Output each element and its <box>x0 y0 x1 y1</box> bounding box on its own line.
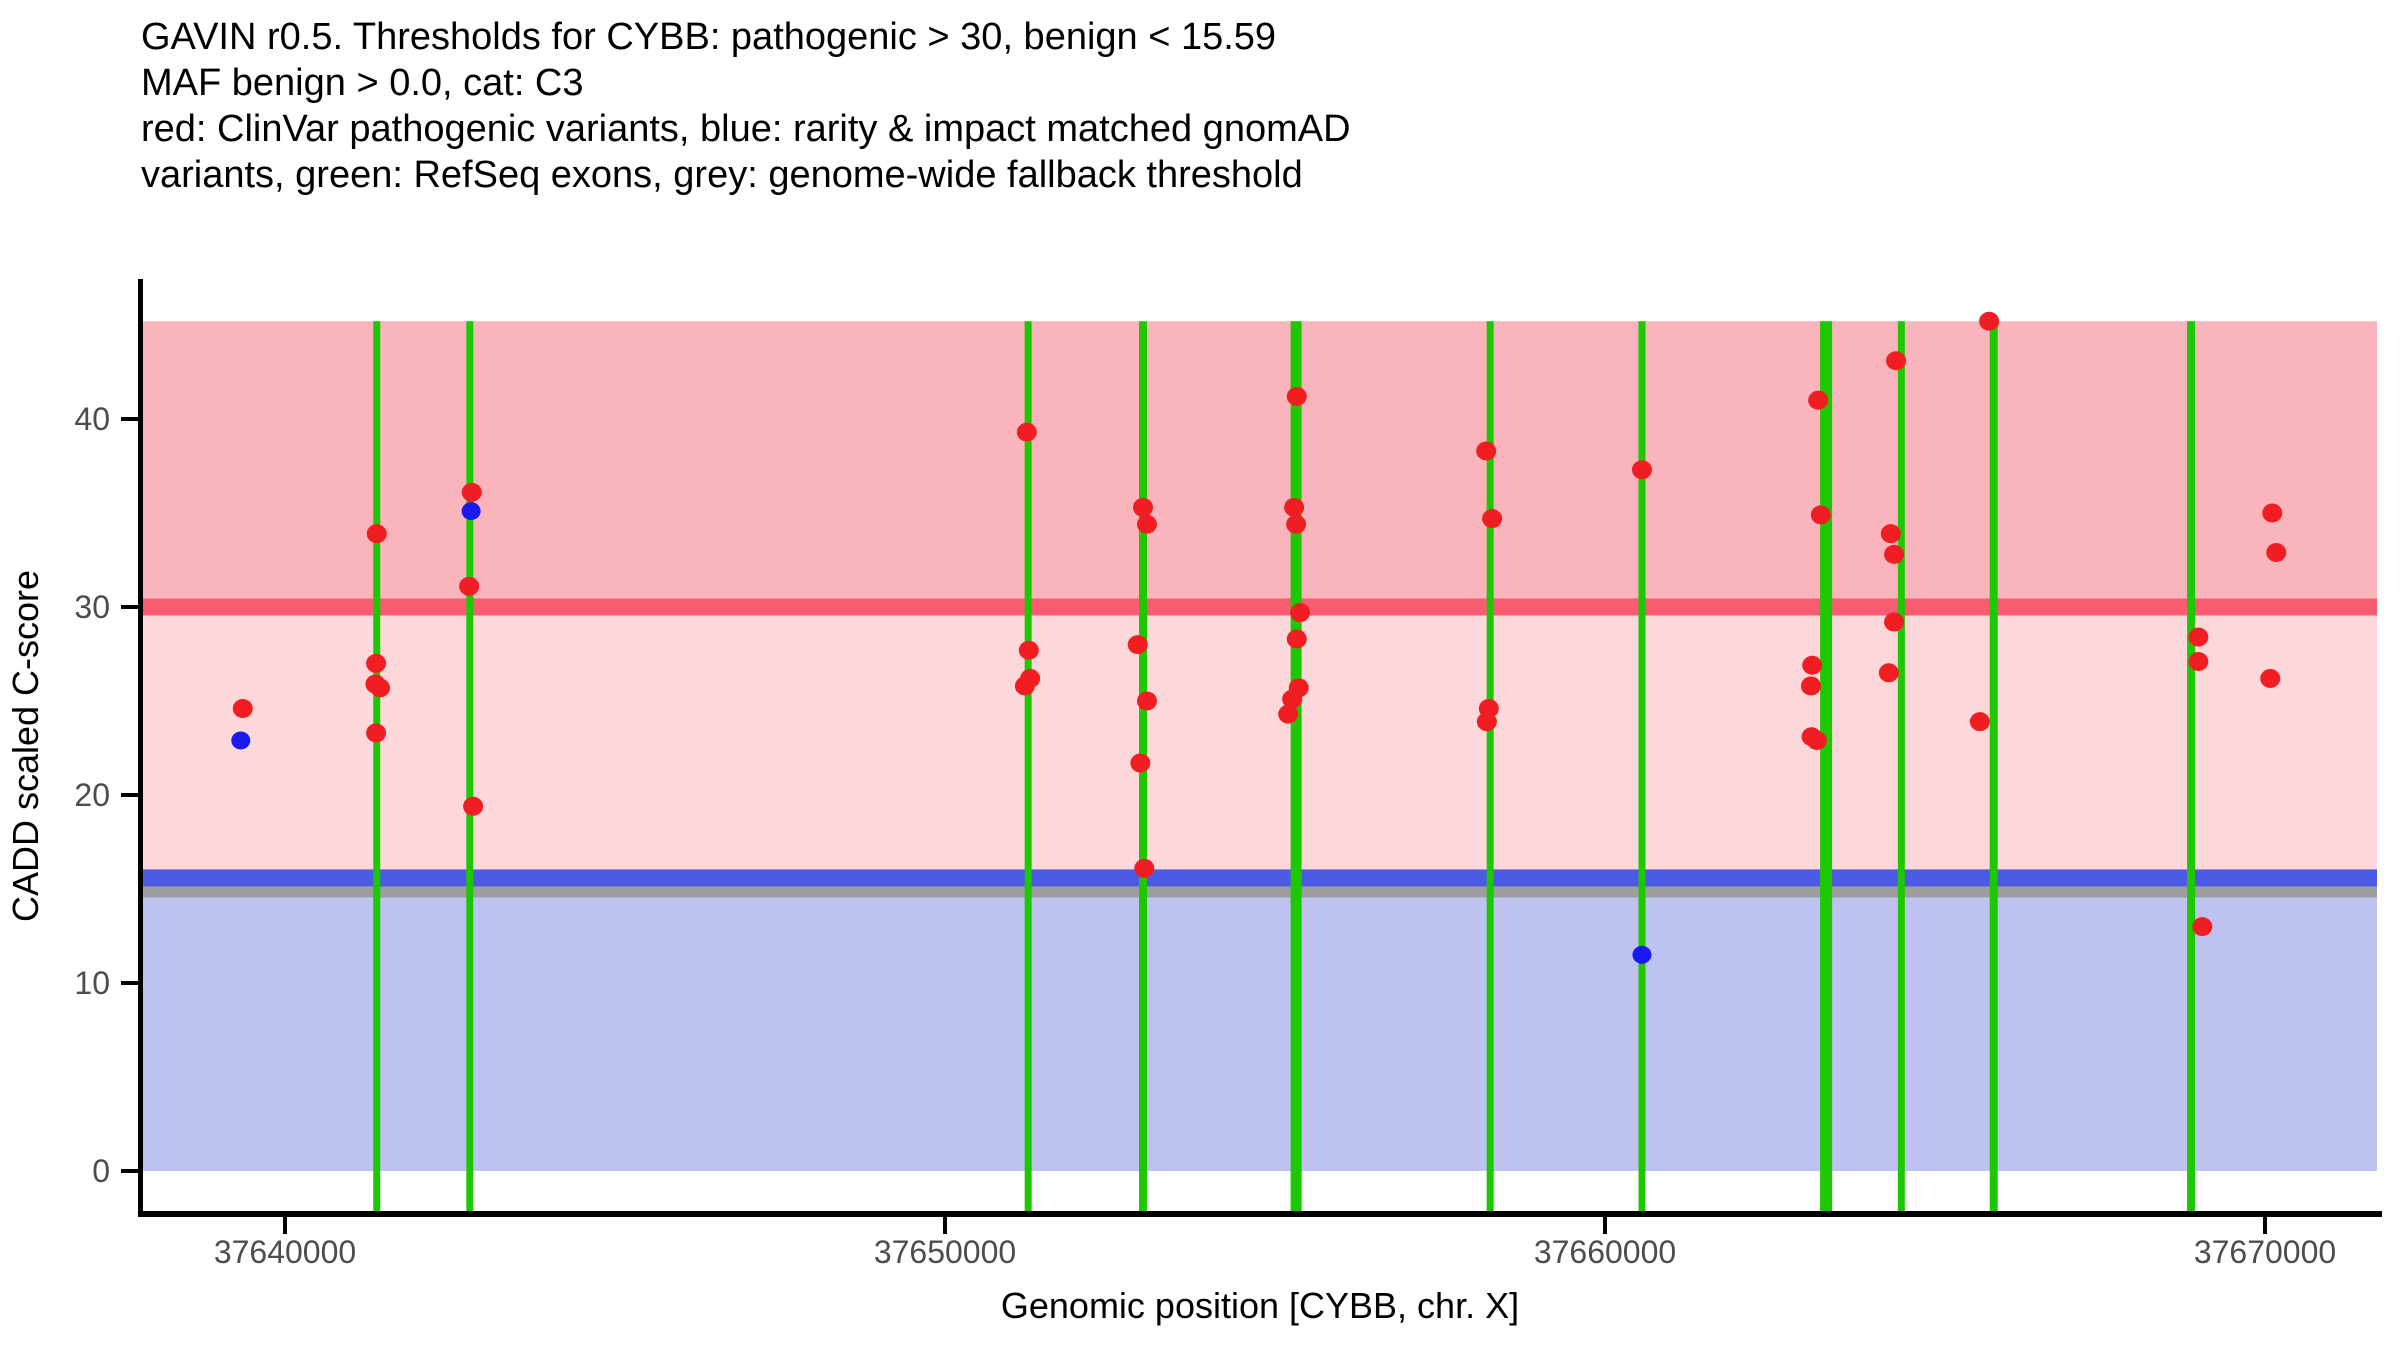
clinvar-variant-dot <box>1136 514 1157 534</box>
clinvar-variant-dot <box>1284 497 1305 517</box>
y-tick-mark <box>121 793 138 797</box>
region-benign-zone <box>143 877 2377 1171</box>
clinvar-variant-dot <box>1476 712 1497 732</box>
y-tick-label: 30 <box>74 589 110 625</box>
plot-title-line-2: MAF benign > 0.0, cat: C3 <box>141 62 584 104</box>
clinvar-variant-dot <box>1802 655 1823 675</box>
clinvar-variant-dot <box>2266 542 2287 562</box>
region-vus-zone <box>143 607 2377 878</box>
y-tick-mark <box>121 981 138 985</box>
clinvar-variant-dot <box>1884 544 1905 564</box>
clinvar-variant-dot <box>1016 422 1037 442</box>
clinvar-variant-dot <box>1806 730 1827 750</box>
exon-bar-7 <box>1638 321 1646 1211</box>
variant-points-layer <box>231 311 2287 964</box>
x-tick-label: 37660000 <box>1534 1234 1676 1270</box>
plot-title-line-3: red: ClinVar pathogenic variants, blue: … <box>141 108 1351 150</box>
threshold-line-pathogenic-threshold <box>143 598 2377 616</box>
clinvar-variant-dot <box>1969 712 1990 732</box>
clinvar-variant-dot <box>1018 640 1039 660</box>
clinvar-variant-dot <box>1810 505 1831 525</box>
clinvar-variant-dot <box>1286 386 1307 406</box>
exon-bar-3 <box>1024 321 1032 1211</box>
clinvar-variant-dot <box>1133 497 1153 517</box>
clinvar-variant-dot <box>1979 311 2000 331</box>
x-axis-title: Genomic position [CYBB, chr. X] <box>1001 1285 1519 1326</box>
clinvar-variant-dot <box>1136 691 1157 711</box>
x-tick-mark <box>2263 1217 2267 1234</box>
x-axis-line <box>138 1211 2382 1217</box>
clinvar-variant-dot <box>1278 704 1299 724</box>
clinvar-variant-dot <box>463 796 484 816</box>
exon-bar-1 <box>373 321 381 1211</box>
clinvar-variant-dot <box>1808 390 1829 410</box>
clinvar-variant-dot <box>1134 858 1155 878</box>
clinvar-variant-dot <box>2262 503 2283 523</box>
clinvar-variant-dot <box>366 524 387 544</box>
clinvar-variant-dot <box>232 699 253 719</box>
y-tick-mark <box>121 417 138 421</box>
clinvar-variant-dot <box>1130 753 1151 773</box>
y-tick-label: 40 <box>74 401 110 437</box>
clinvar-variant-dot <box>2260 668 2281 688</box>
gnomad-variant-dot <box>461 502 481 521</box>
axes-layer: 0 10 20 30 40 37640000 37650000 37660000 3767000… <box>74 279 2382 1270</box>
y-tick-label: 0 <box>92 1153 110 1189</box>
clinvar-variant-dot <box>366 723 387 743</box>
gnomad-variant-dot <box>1632 945 1652 964</box>
exon-bar-6 <box>1486 321 1494 1211</box>
x-tick-label: 37670000 <box>2194 1234 2336 1270</box>
clinvar-variant-dot <box>461 482 482 502</box>
exon-bar-8 <box>1820 321 1833 1211</box>
x-tick-label: 37650000 <box>874 1234 1016 1270</box>
clinvar-variant-dot <box>1631 460 1652 480</box>
clinvar-variant-dot <box>2192 917 2213 937</box>
clinvar-variant-dot <box>1878 663 1899 683</box>
clinvar-variant-dot <box>1286 514 1307 534</box>
exon-bar-9 <box>1897 321 1905 1211</box>
clinvar-variant-dot <box>370 678 391 698</box>
clinvar-variant-dot <box>1880 524 1901 544</box>
clinvar-variant-dot <box>1476 441 1497 461</box>
y-tick-mark <box>121 1169 138 1173</box>
clinvar-variant-dot <box>2188 627 2209 647</box>
clinvar-variant-dot <box>459 576 480 596</box>
x-tick-label: 37640000 <box>214 1234 356 1270</box>
x-tick-mark <box>283 1217 287 1234</box>
plot-title: GAVIN r0.5. Thresholds for CYBB: pathoge… <box>141 14 1351 198</box>
y-axis-title: CADD scaled C-score <box>5 570 46 922</box>
y-tick-label: 10 <box>74 965 110 1001</box>
exon-bar-5 <box>1290 321 1302 1211</box>
exon-bar-11 <box>2187 321 2196 1211</box>
clinvar-variant-dot <box>2188 652 2209 672</box>
clinvar-variant-dot <box>1282 689 1303 709</box>
exon-bar-2 <box>466 321 474 1211</box>
plot-title-line-1: GAVIN r0.5. Thresholds for CYBB: pathoge… <box>141 16 1277 58</box>
y-tick-label: 20 <box>74 777 110 813</box>
clinvar-variant-dot <box>1290 603 1311 623</box>
gnomad-variant-dot <box>231 731 251 750</box>
x-tick-mark <box>1603 1217 1607 1234</box>
clinvar-variant-dot <box>1884 612 1905 632</box>
plot-title-line-4: variants, green: RefSeq exons, grey: gen… <box>141 154 1303 196</box>
clinvar-variant-dot <box>366 653 387 673</box>
clinvar-variant-dot <box>1800 676 1821 696</box>
x-tick-mark <box>943 1217 947 1234</box>
clinvar-variant-dot <box>1482 509 1503 529</box>
shaded-regions-layer <box>143 321 2377 1171</box>
threshold-line-benign-threshold <box>143 869 2377 887</box>
clinvar-variant-dot <box>1127 635 1148 655</box>
clinvar-variant-dot <box>1886 351 1907 371</box>
region-pathogenic-zone <box>143 321 2377 607</box>
exon-bar-10 <box>1989 321 1998 1211</box>
threshold-lines-layer <box>143 598 2377 898</box>
y-tick-mark <box>121 605 138 609</box>
y-axis-line <box>138 279 143 1217</box>
clinvar-variant-dot <box>1286 629 1307 649</box>
clinvar-variant-dot <box>1014 676 1035 696</box>
